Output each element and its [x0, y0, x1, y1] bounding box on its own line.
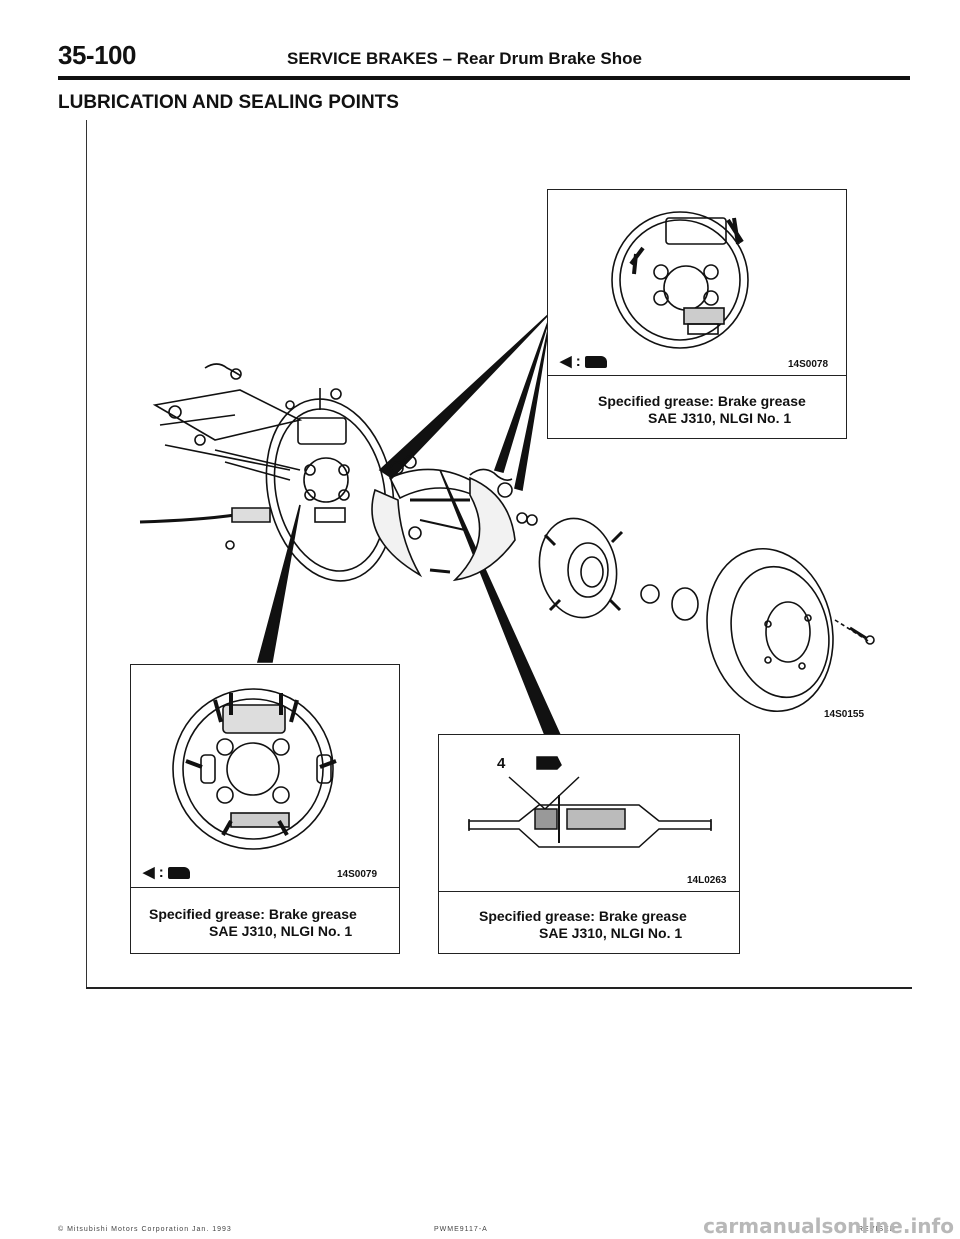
page-heading: LUBRICATION AND SEALING POINTS [58, 92, 399, 113]
top-figure-code: 14S0078 [788, 359, 829, 370]
header-rule [58, 76, 910, 80]
main-figure-code: 14S0155 [824, 709, 865, 720]
left-caption-line2: SAE J310, NLGI No. 1 [209, 923, 353, 939]
adjuster-detail [468, 756, 712, 848]
footer-copyright: © Mitsubishi Motors Corporation Jan. 199… [58, 1226, 232, 1233]
grease-gun-icon [167, 867, 190, 880]
footer-revised: REVISED [858, 1226, 896, 1233]
page-number: 35-100 [58, 40, 136, 70]
center-caption-line2: SAE J310, NLGI No. 1 [539, 925, 683, 941]
left-margin-rule [86, 120, 87, 988]
footer-document-code: PWME9117-A [434, 1226, 488, 1233]
subsection-name: Rear Drum Brake Shoe [456, 49, 642, 68]
leader-wedge-top-1 [378, 314, 549, 480]
arrow-icon: ◀ : [560, 353, 581, 370]
backing-plate-detail-left [172, 688, 337, 850]
section-title: SERVICE BRAKES – Rear Drum Brake Shoe [287, 49, 642, 69]
leader-wedge-left [256, 504, 301, 663]
adjuster-number-label: 4 [497, 755, 506, 772]
top-caption-line2: SAE J310, NLGI No. 1 [648, 410, 792, 426]
leader-wedge-top-3 [514, 329, 549, 492]
grease-gun-icon [584, 356, 607, 369]
callout-box-bottom-left: ◀ : 14S0079 Specified grease: Brake grea… [130, 664, 400, 954]
grease-legend-top: ◀ : [560, 352, 607, 370]
bottom-rule [86, 987, 912, 989]
center-figure-code: 14L0263 [687, 875, 727, 886]
bleeder-fitting [204, 363, 242, 377]
section-separator: – [442, 49, 453, 68]
center-caption-line1: Specified grease: Brake grease [479, 908, 687, 924]
top-caption-line1: Specified grease: Brake grease [598, 393, 806, 409]
brake-assembly-illustration [139, 314, 875, 736]
left-figure-code: 14S0079 [337, 869, 378, 880]
leader-wedge-top-2 [493, 321, 549, 473]
grease-legend-left: ◀ : [143, 863, 190, 881]
callout-box-top-right: ◀ : 14S0078 Specified grease: Brake grea… [547, 189, 847, 439]
callout-box-bottom-center: 4 14L0263 Specified grease: Brake grease… [438, 734, 740, 954]
backing-plate-detail-top [611, 211, 749, 349]
watermark: carmanualsonline.info [703, 1214, 954, 1238]
left-caption-line1: Specified grease: Brake grease [149, 906, 357, 922]
arrow-icon: ◀ : [143, 864, 164, 881]
section-name: SERVICE BRAKES [287, 49, 438, 68]
